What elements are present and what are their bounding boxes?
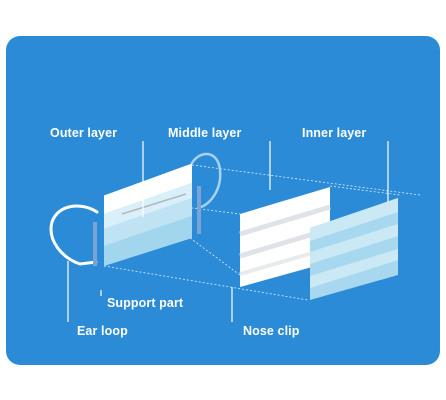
ear-loop-left [49, 204, 99, 266]
outer-layer-panel [103, 163, 193, 266]
label-ear-loop: Ear loop [77, 324, 128, 338]
leader-lines [67, 141, 389, 322]
ear-loop-right [190, 152, 222, 210]
diagram-panel [6, 36, 440, 365]
support-part-bar [93, 222, 97, 266]
label-nose-clip: Nose clip [243, 324, 300, 338]
label-outer-layer: Outer layer [50, 126, 118, 140]
nose-clip-bar [197, 186, 201, 234]
label-support-part: Support part [107, 296, 184, 310]
inner-layer-panel [310, 198, 398, 300]
label-inner-layer: Inner layer [302, 126, 367, 140]
label-middle-layer: Middle layer [168, 126, 242, 140]
